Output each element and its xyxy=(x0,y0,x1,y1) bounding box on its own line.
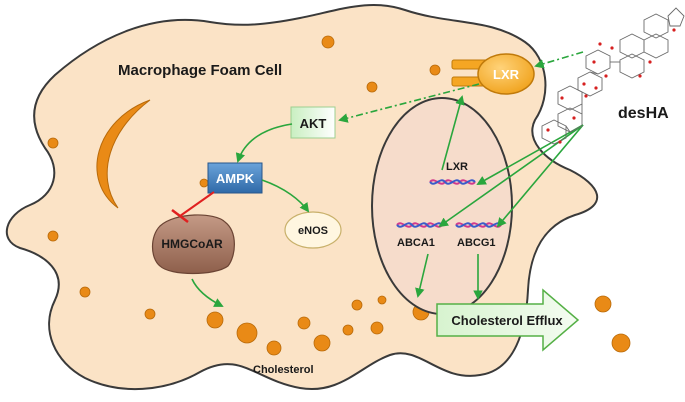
lipid-droplet xyxy=(321,35,335,49)
lipid-droplet xyxy=(342,324,354,336)
desha-oxygen-atoms xyxy=(546,28,676,144)
dashed-arrow-lxr-to-akt xyxy=(338,83,480,123)
nucleus xyxy=(371,97,513,315)
lipid-droplet xyxy=(370,321,384,335)
crescent-organelle xyxy=(96,99,151,209)
lipid-droplets xyxy=(47,35,441,356)
lipid-droplet xyxy=(429,64,441,76)
lipid-droplet xyxy=(79,286,91,298)
lipid-droplet xyxy=(297,316,311,330)
lipid-droplet xyxy=(144,308,156,320)
cholesterol-efflux-arrow xyxy=(436,288,580,352)
dna-helix-icon-lxr xyxy=(429,179,476,185)
lipid-droplet xyxy=(206,311,224,329)
abca1-label: ABCA1 xyxy=(397,237,435,249)
akt-label: AKT xyxy=(300,116,327,131)
compound-label: desHA xyxy=(618,105,669,122)
lipid-droplet xyxy=(313,334,331,352)
cholesterol-label: Cholesterol xyxy=(253,364,314,376)
cholesterol-efflux-label: Cholesterol Efflux xyxy=(451,313,563,328)
arrow-deshA-to-abcg1 xyxy=(496,124,584,228)
arrow-hmgcoar-to-cholesterol xyxy=(191,278,224,307)
dna-helix-icon-abca1 xyxy=(396,222,443,228)
cell-title: Macrophage Foam Cell xyxy=(118,62,282,79)
effluxed-droplets xyxy=(594,295,631,353)
enos-node xyxy=(284,211,342,249)
arrow-akt-to-ampk xyxy=(235,123,293,163)
hmgcoar-label: HMGCoAR xyxy=(161,237,223,251)
arrow-ampk-to-enos xyxy=(261,179,310,213)
lxr-receptor-label: LXR xyxy=(493,67,520,82)
desha-molecule-icon xyxy=(541,7,685,145)
arrow-lxr-gene-to-receptor xyxy=(441,95,465,171)
lxr-gene-label: LXR xyxy=(446,161,468,173)
akt-node xyxy=(290,106,336,139)
arrow-abca1-to-droplet xyxy=(415,253,429,298)
dna-helix-icon-abcg1 xyxy=(455,222,502,228)
inhibition-line xyxy=(179,191,215,217)
dashed-arrow-desha-to-lxr xyxy=(534,51,584,69)
inhibition-bar xyxy=(171,209,189,223)
lipid-droplet xyxy=(266,340,282,356)
ampk-node xyxy=(207,162,263,194)
lipid-droplet xyxy=(47,230,59,242)
lipid-droplet xyxy=(594,295,612,313)
lipid-droplet xyxy=(236,322,258,344)
lipid-droplet xyxy=(377,295,387,305)
lipid-droplet xyxy=(611,333,631,353)
lipid-droplet xyxy=(366,81,378,93)
lipid-droplet xyxy=(199,178,209,188)
ampk-label: AMPK xyxy=(216,171,255,186)
arrow-deshA-to-lxr-gene xyxy=(476,124,584,185)
lipid-droplet xyxy=(351,299,363,311)
enos-label: eNOS xyxy=(298,225,328,237)
lxr-receptor xyxy=(477,53,535,95)
lipid-droplet xyxy=(47,137,59,149)
abcg1-label: ABCG1 xyxy=(457,237,496,249)
hmgcoar-node xyxy=(151,214,235,275)
